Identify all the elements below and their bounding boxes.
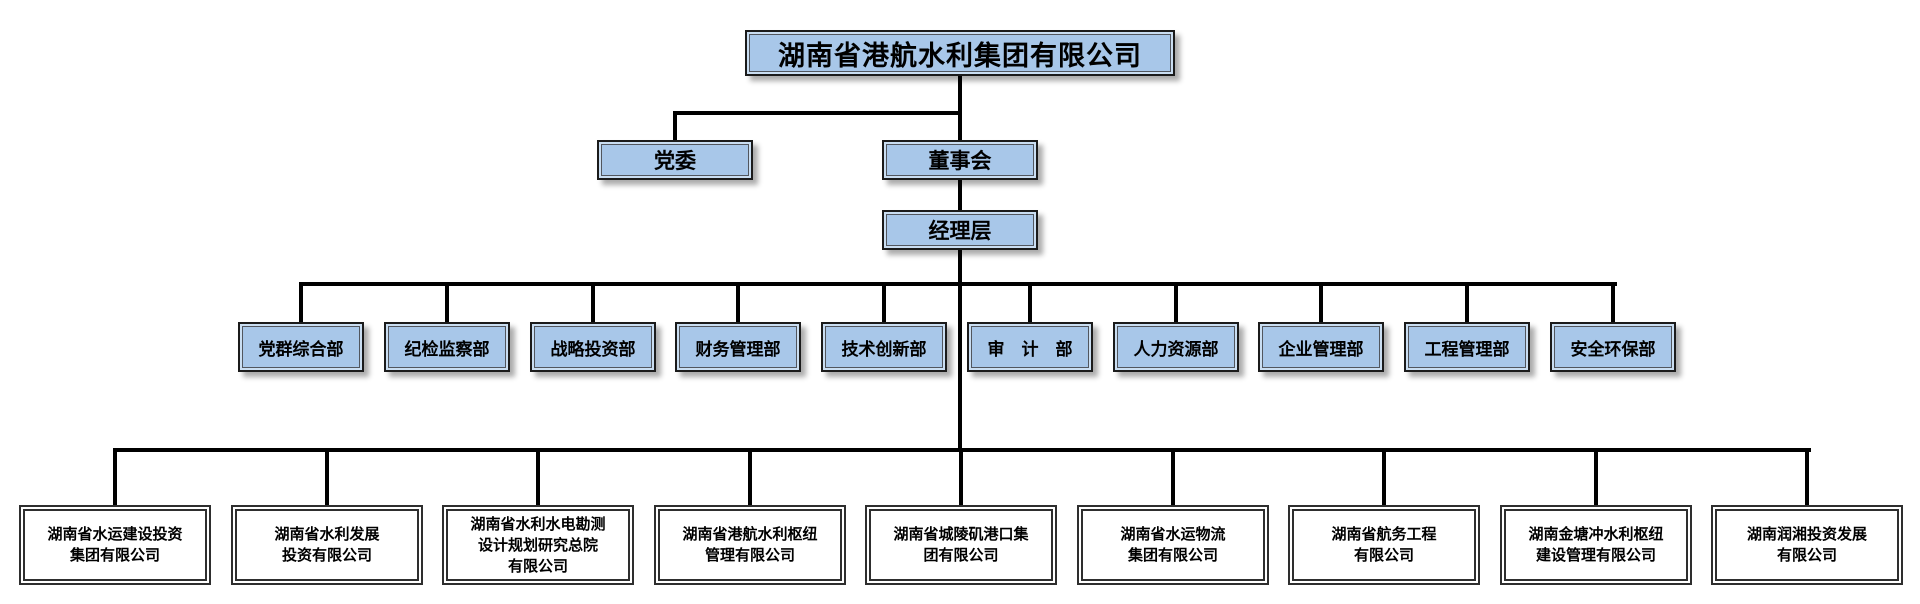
org-node-party-committee: 党委: [597, 140, 753, 180]
connector-dept-drop: [1028, 284, 1032, 322]
connector-board-management: [958, 180, 962, 210]
connector-dept-drop: [736, 284, 740, 322]
org-node-board-of-directors: 董事会: [882, 140, 1038, 180]
subsidiary-node: 湖南润湘投资发展 有限公司: [1711, 505, 1903, 585]
dept-node: 审 计 部: [967, 322, 1093, 372]
connector-subsidiary-drop: [325, 450, 329, 505]
subsidiary-node: 湖南省港航水利枢纽 管理有限公司: [654, 505, 846, 585]
connector-subsidiary-drop: [959, 450, 963, 505]
subsidiary-node: 湖南省航务工程 有限公司: [1288, 505, 1480, 585]
dept-node: 人力资源部: [1113, 322, 1239, 372]
connector-subsidiary-drop: [536, 450, 540, 505]
connector-dept-drop: [882, 284, 886, 322]
dept-node: 党群综合部: [238, 322, 364, 372]
connector-dept-drop: [299, 284, 303, 322]
connector-governance-bus: [673, 111, 962, 115]
connector-dept-drop: [1319, 284, 1323, 322]
connector-board-drop: [958, 113, 962, 140]
subsidiary-node: 湖南省水运建设投资 集团有限公司: [19, 505, 211, 585]
connector-dept-drop: [1465, 284, 1469, 322]
subsidiary-node: 湖南省水运物流 集团有限公司: [1077, 505, 1269, 585]
connector-dept-drop: [1174, 284, 1178, 322]
dept-node: 企业管理部: [1258, 322, 1384, 372]
connector-subsidiary-drop: [1171, 450, 1175, 505]
subsidiary-node: 湖南省水利水电勘测 设计规划研究总院 有限公司: [442, 505, 634, 585]
org-node-group-company: 湖南省港航水利集团有限公司: [745, 30, 1175, 76]
connector-root-down: [958, 76, 962, 115]
connector-dept-drop: [445, 284, 449, 322]
subsidiary-node: 湖南省水利发展 投资有限公司: [231, 505, 423, 585]
connector-subsidiary-drop: [748, 450, 752, 505]
connector-subsidiary-drop: [1805, 450, 1809, 505]
connector-party-drop: [673, 113, 677, 140]
subsidiary-node: 湖南省城陵矶港口集 团有限公司: [865, 505, 1057, 585]
connector-dept-drop: [1611, 284, 1615, 322]
dept-node: 工程管理部: [1404, 322, 1530, 372]
connector-subsidiary-drop: [113, 450, 117, 505]
dept-node: 财务管理部: [675, 322, 801, 372]
org-node-management-layer: 经理层: [882, 210, 1038, 250]
connector-subsidiary-drop: [1594, 450, 1598, 505]
dept-node: 安全环保部: [1550, 322, 1676, 372]
connector-subsidiary-drop: [1382, 450, 1386, 505]
connector-trunk: [958, 250, 962, 452]
dept-node: 纪检监察部: [384, 322, 510, 372]
connector-dept-drop: [591, 284, 595, 322]
connector-dept-bus: [299, 282, 1617, 286]
subsidiary-node: 湖南金塘冲水利枢纽 建设管理有限公司: [1500, 505, 1692, 585]
dept-node: 战略投资部: [530, 322, 656, 372]
dept-node: 技术创新部: [821, 322, 947, 372]
